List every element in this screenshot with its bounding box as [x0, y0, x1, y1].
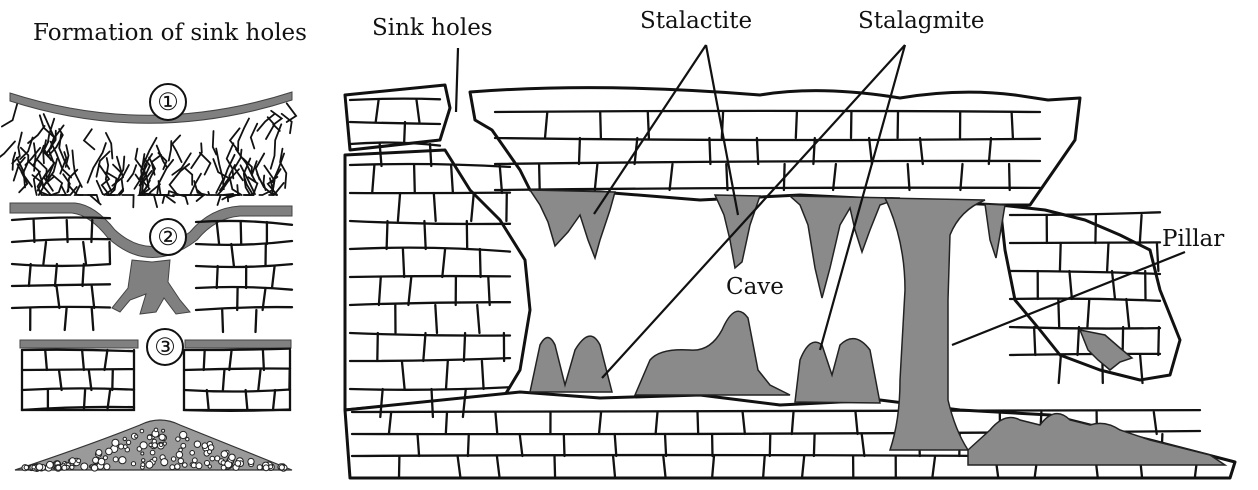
rock-block-joint	[726, 164, 727, 190]
rock-block-joint	[424, 221, 425, 249]
rock-block-joint	[1158, 327, 1159, 355]
cave-label: Cave	[726, 276, 784, 299]
rock-block-joint	[377, 333, 378, 361]
rock-block-joint	[813, 138, 814, 164]
stalagmite	[530, 336, 612, 392]
stalagmite	[635, 311, 790, 395]
rock-block-joint	[350, 193, 510, 194]
pillar-label: Pillar	[1162, 228, 1224, 251]
rock-block-joint	[1157, 243, 1159, 271]
rock-block-joint	[350, 276, 510, 277]
rock-block-joint	[1107, 243, 1108, 271]
rock-block-joint	[403, 249, 404, 277]
rock-block-joint	[814, 434, 815, 456]
rock-block-joint	[432, 389, 433, 417]
sink-holes-label: Sink holes	[372, 17, 493, 40]
rock-block-joint	[709, 138, 710, 164]
stalactite	[715, 195, 760, 268]
sink-holes-leader	[456, 48, 458, 112]
rock-block-joint	[796, 112, 797, 138]
rock-block-joint	[488, 277, 489, 305]
rock-block-joint	[665, 434, 666, 456]
stalactite	[790, 196, 900, 298]
rock-block-joint	[539, 164, 540, 190]
rock-block-joint	[464, 333, 465, 361]
rock-block-joint	[404, 122, 405, 144]
surface-block-left	[345, 85, 450, 150]
rock-block-joint	[757, 138, 758, 164]
rock-block-joint	[1060, 243, 1061, 271]
stalagmite	[795, 339, 880, 403]
rock-block-joint	[430, 144, 431, 166]
rock-block-joint	[698, 412, 699, 434]
rock-block-joint	[418, 434, 420, 456]
rock-block-joint	[495, 111, 1040, 112]
rock-block-joint	[1078, 327, 1080, 355]
rock-block-joint	[763, 456, 765, 478]
rock-block-joint	[564, 434, 565, 456]
rock-block-joint	[1095, 215, 1096, 243]
rock-block-joint	[555, 456, 556, 478]
rock-block-joint	[350, 99, 440, 100]
stalactite-label: Stalactite	[640, 10, 752, 33]
rock-block-joint	[1140, 215, 1142, 243]
rock-block-joint	[387, 221, 388, 249]
rock-block-joint	[600, 112, 601, 138]
rock-block-joint	[1034, 327, 1035, 355]
rock-block-joint	[1010, 242, 1160, 243]
rock-block-joint	[446, 412, 447, 434]
rock-block-joint	[1009, 164, 1010, 190]
rock-block-joint	[770, 434, 771, 456]
rock-block-joint	[468, 434, 469, 456]
rock-block-joint	[1010, 354, 1160, 355]
rock-block-joint	[615, 434, 617, 456]
rock-block-joint	[1012, 112, 1013, 138]
rock-block-joint	[414, 165, 415, 193]
rock-block-joint	[579, 138, 580, 164]
rock-block-joint	[1059, 355, 1061, 383]
rock-block-joint	[480, 249, 481, 277]
stalagmite-label: Stalagmite	[858, 10, 985, 33]
